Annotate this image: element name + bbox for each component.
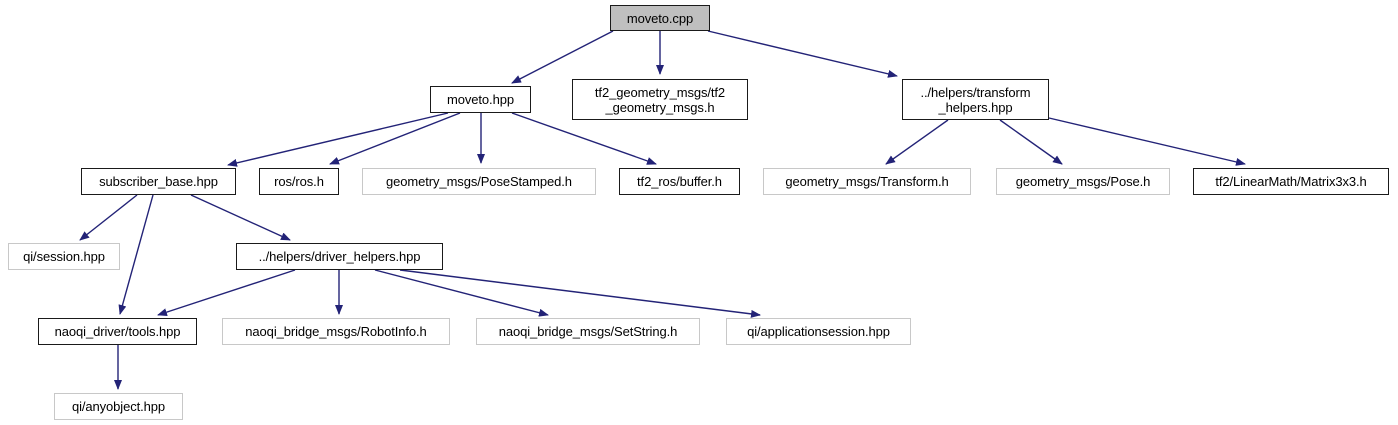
node-label-tf2_ros_buffer: tf2_ros/buffer.h (637, 174, 722, 189)
node-label-pose_stamped: geometry_msgs/PoseStamped.h (386, 174, 572, 189)
node-transform_helpers[interactable]: ../helpers/transform _helpers.hpp (902, 79, 1049, 120)
node-tf2_geometry_msgs[interactable]: tf2_geometry_msgs/tf2 _geometry_msgs.h (572, 79, 748, 120)
edge-driver_helpers-to-naoqi_tools (157, 269, 296, 316)
node-qi_anyobject[interactable]: qi/anyobject.hpp (54, 393, 183, 420)
node-label-set_string: naoqi_bridge_msgs/SetString.h (498, 324, 678, 339)
edge-driver_helpers-to-qi_applicationsession (399, 269, 761, 318)
node-label-ros_ros_h: ros/ros.h (274, 174, 324, 189)
node-set_string[interactable]: naoqi_bridge_msgs/SetString.h (476, 318, 700, 345)
node-geometry_transform[interactable]: geometry_msgs/Transform.h (763, 168, 971, 195)
node-moveto_cpp[interactable]: moveto.cpp (610, 5, 710, 31)
node-label-matrix3x3: tf2/LinearMath/Matrix3x3.h (1215, 174, 1367, 189)
edge-driver_helpers-to-set_string (374, 269, 549, 317)
node-label-qi_applicationsession: qi/applicationsession.hpp (747, 324, 890, 339)
node-label-tf2_geometry_msgs: tf2_geometry_msgs/tf2 _geometry_msgs.h (594, 84, 726, 115)
edge-moveto_hpp-to-ros_ros_h (329, 112, 461, 165)
node-ros_ros_h[interactable]: ros/ros.h (259, 168, 339, 195)
edge-transform_helpers-to-matrix3x3 (1048, 117, 1246, 166)
node-label-qi_anyobject: qi/anyobject.hpp (71, 399, 166, 414)
node-subscriber_base[interactable]: subscriber_base.hpp (81, 168, 236, 195)
node-driver_helpers[interactable]: ../helpers/driver_helpers.hpp (236, 243, 443, 270)
node-label-moveto_hpp: moveto.hpp (447, 92, 514, 107)
node-label-moveto_cpp: moveto.cpp (626, 10, 694, 26)
node-label-qi_session: qi/session.hpp (23, 249, 105, 264)
edge-subscriber_base-to-qi_session (79, 194, 138, 241)
edge-transform_helpers-to-geometry_pose (999, 119, 1063, 165)
node-label-subscriber_base: subscriber_base.hpp (99, 174, 218, 189)
edge-subscriber_base-to-naoqi_tools (118, 194, 154, 315)
node-label-geometry_transform: geometry_msgs/Transform.h (785, 174, 949, 189)
node-geometry_pose[interactable]: geometry_msgs/Pose.h (996, 168, 1170, 195)
edge-moveto_hpp-to-subscriber_base (227, 112, 449, 167)
node-qi_applicationsession[interactable]: qi/applicationsession.hpp (726, 318, 911, 345)
node-matrix3x3[interactable]: tf2/LinearMath/Matrix3x3.h (1193, 168, 1389, 195)
edge-moveto_hpp-to-tf2_ros_buffer (511, 112, 657, 165)
edge-transform_helpers-to-geometry_transform (885, 119, 949, 165)
edge-moveto_cpp-to-transform_helpers (707, 30, 898, 78)
edge-moveto_cpp-to-moveto_hpp (511, 30, 614, 84)
node-label-transform_helpers: ../helpers/transform _helpers.hpp (920, 84, 1031, 115)
node-naoqi_tools[interactable]: naoqi_driver/tools.hpp (38, 318, 197, 345)
node-robot_info[interactable]: naoqi_bridge_msgs/RobotInfo.h (222, 318, 450, 345)
node-label-naoqi_tools: naoqi_driver/tools.hpp (54, 324, 181, 339)
node-label-driver_helpers: ../helpers/driver_helpers.hpp (258, 249, 421, 264)
node-qi_session[interactable]: qi/session.hpp (8, 243, 120, 270)
node-tf2_ros_buffer[interactable]: tf2_ros/buffer.h (619, 168, 740, 195)
node-label-geometry_pose: geometry_msgs/Pose.h (1015, 174, 1151, 189)
node-moveto_hpp[interactable]: moveto.hpp (430, 86, 531, 113)
edge-subscriber_base-to-driver_helpers (190, 194, 291, 241)
node-pose_stamped[interactable]: geometry_msgs/PoseStamped.h (362, 168, 596, 195)
node-label-robot_info: naoqi_bridge_msgs/RobotInfo.h (245, 324, 427, 339)
